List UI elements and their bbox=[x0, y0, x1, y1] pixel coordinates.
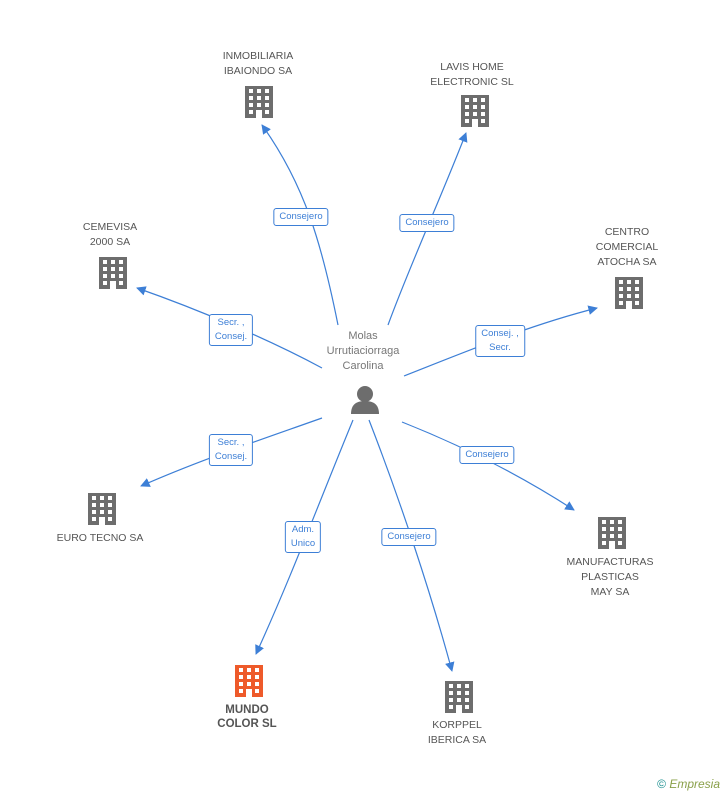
person-name-line-1: Molas bbox=[348, 330, 378, 342]
company-name-centro-comercial[interactable]: CENTRO COMERCIAL ATOCHA SA bbox=[547, 225, 707, 270]
relation-label-line: Consejero bbox=[279, 211, 323, 222]
company-name-line: EURO TECNO SA bbox=[56, 532, 144, 544]
relation-label-line: Secr. bbox=[489, 342, 511, 353]
footer-brand[interactable]: © Empresia bbox=[657, 777, 720, 791]
company-name-lavis-home[interactable]: LAVIS HOME ELECTRONIC SL bbox=[392, 60, 552, 90]
company-name-line: 2000 SA bbox=[89, 236, 131, 248]
company-name-line: CEMEVISA bbox=[82, 221, 138, 233]
relation-label-cemevisa: Secr. , Consej. bbox=[208, 314, 254, 346]
company-name-korppel[interactable]: KORPPEL IBERICA SA bbox=[377, 718, 537, 748]
company-name-line: PLASTICAS bbox=[581, 571, 639, 583]
company-name-mundo-color[interactable]: MUNDO COLOR SL bbox=[167, 703, 327, 731]
relation-label-centro-comercial: Consej. , Secr. bbox=[475, 325, 525, 357]
company-name-line: ATOCHA SA bbox=[597, 256, 657, 268]
company-name-line: KORPPEL bbox=[432, 719, 482, 731]
building-icon[interactable] bbox=[615, 277, 643, 309]
company-name-line: IBAIONDO SA bbox=[223, 65, 293, 77]
company-name-line: ELECTRONIC SL bbox=[430, 76, 514, 88]
relation-label-line: Consej. bbox=[214, 331, 248, 342]
building-icon[interactable] bbox=[461, 95, 489, 127]
relation-label-line: Adm. bbox=[291, 524, 315, 535]
building-icon[interactable] bbox=[598, 517, 626, 549]
relation-label-line: Consejero bbox=[387, 531, 431, 542]
company-name-line: IBERICA SA bbox=[427, 734, 487, 746]
relation-label-line: Secr. , bbox=[217, 317, 245, 328]
copyright-symbol: © bbox=[657, 777, 666, 791]
relation-label-line: Secr. , bbox=[217, 437, 245, 448]
relation-label-lavis-home: Consejero bbox=[399, 214, 455, 232]
company-name-euro-tecno[interactable]: EURO TECNO SA bbox=[20, 531, 180, 546]
company-name-line: MAY SA bbox=[590, 586, 630, 598]
company-name-manufacturas[interactable]: MANUFACTURAS PLASTICAS MAY SA bbox=[530, 555, 690, 600]
company-name-line: COMERCIAL bbox=[595, 241, 659, 253]
relation-label-line: Consej. bbox=[214, 451, 248, 462]
company-name-inmobiliaria-ibaiondo[interactable]: INMOBILIARIA IBAIONDO SA bbox=[178, 49, 338, 79]
relation-label-line: Consejero bbox=[465, 449, 509, 460]
building-icon[interactable] bbox=[245, 86, 273, 118]
company-name-line: CENTRO bbox=[604, 226, 650, 238]
relation-label-line: Consejero bbox=[405, 217, 449, 228]
company-name-line: LAVIS HOME bbox=[440, 61, 504, 73]
relation-label-line: Unico bbox=[290, 538, 316, 549]
building-icon[interactable] bbox=[235, 665, 263, 697]
relation-label-euro-tecno: Secr. , Consej. bbox=[208, 434, 254, 466]
person-icon bbox=[351, 386, 379, 414]
relation-label-inmobiliaria-ibaiondo: Consejero bbox=[273, 208, 329, 226]
relation-label-line: Consej. , bbox=[481, 328, 519, 339]
relation-label-korppel: Consejero bbox=[381, 528, 437, 546]
relation-label-manufacturas: Consejero bbox=[459, 446, 515, 464]
building-icon[interactable] bbox=[99, 257, 127, 289]
relation-label-mundo-color: Adm. Unico bbox=[284, 521, 322, 553]
company-name-line: MANUFACTURAS bbox=[566, 556, 654, 568]
company-name-line: MUNDO bbox=[225, 704, 269, 716]
person-name-line-3: Carolina bbox=[342, 360, 384, 372]
building-icon[interactable] bbox=[445, 681, 473, 713]
company-name-line: INMOBILIARIA bbox=[222, 50, 294, 62]
company-name-line: COLOR SL bbox=[217, 718, 277, 730]
edge-manufacturas bbox=[401, 421, 575, 511]
building-icon[interactable] bbox=[88, 493, 116, 525]
person-name-line-2: Urrutiaciorraga bbox=[326, 345, 400, 357]
brand-name: Empresia bbox=[669, 777, 720, 791]
company-name-cemevisa[interactable]: CEMEVISA 2000 SA bbox=[30, 220, 190, 250]
center-person-name[interactable]: Molas Urrutiaciorraga Carolina bbox=[293, 329, 433, 374]
